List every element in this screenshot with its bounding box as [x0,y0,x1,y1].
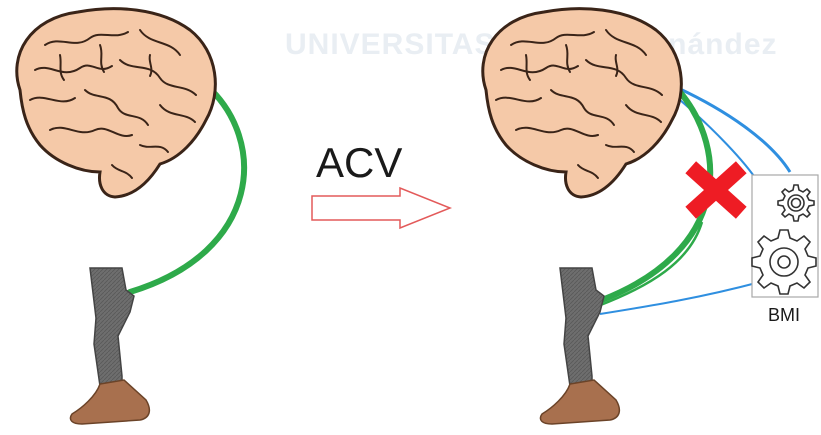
bmi-pathway-device-to-leg [600,282,760,314]
large-gear-icon [752,230,816,294]
bmi-device [752,175,818,297]
left-scene [17,9,244,424]
left-brain-icon [17,9,216,197]
lesion-red-x-icon [685,161,746,218]
right-leg-icon [540,268,619,424]
right-brain-icon [483,9,682,197]
bmi-pathway-brain-to-device [678,88,790,172]
right-scene [483,9,818,424]
bmi-label: BMI [768,305,800,326]
arrow-label: ACV [316,139,402,187]
transition-arrow [312,188,450,228]
small-gear-icon [778,185,814,221]
